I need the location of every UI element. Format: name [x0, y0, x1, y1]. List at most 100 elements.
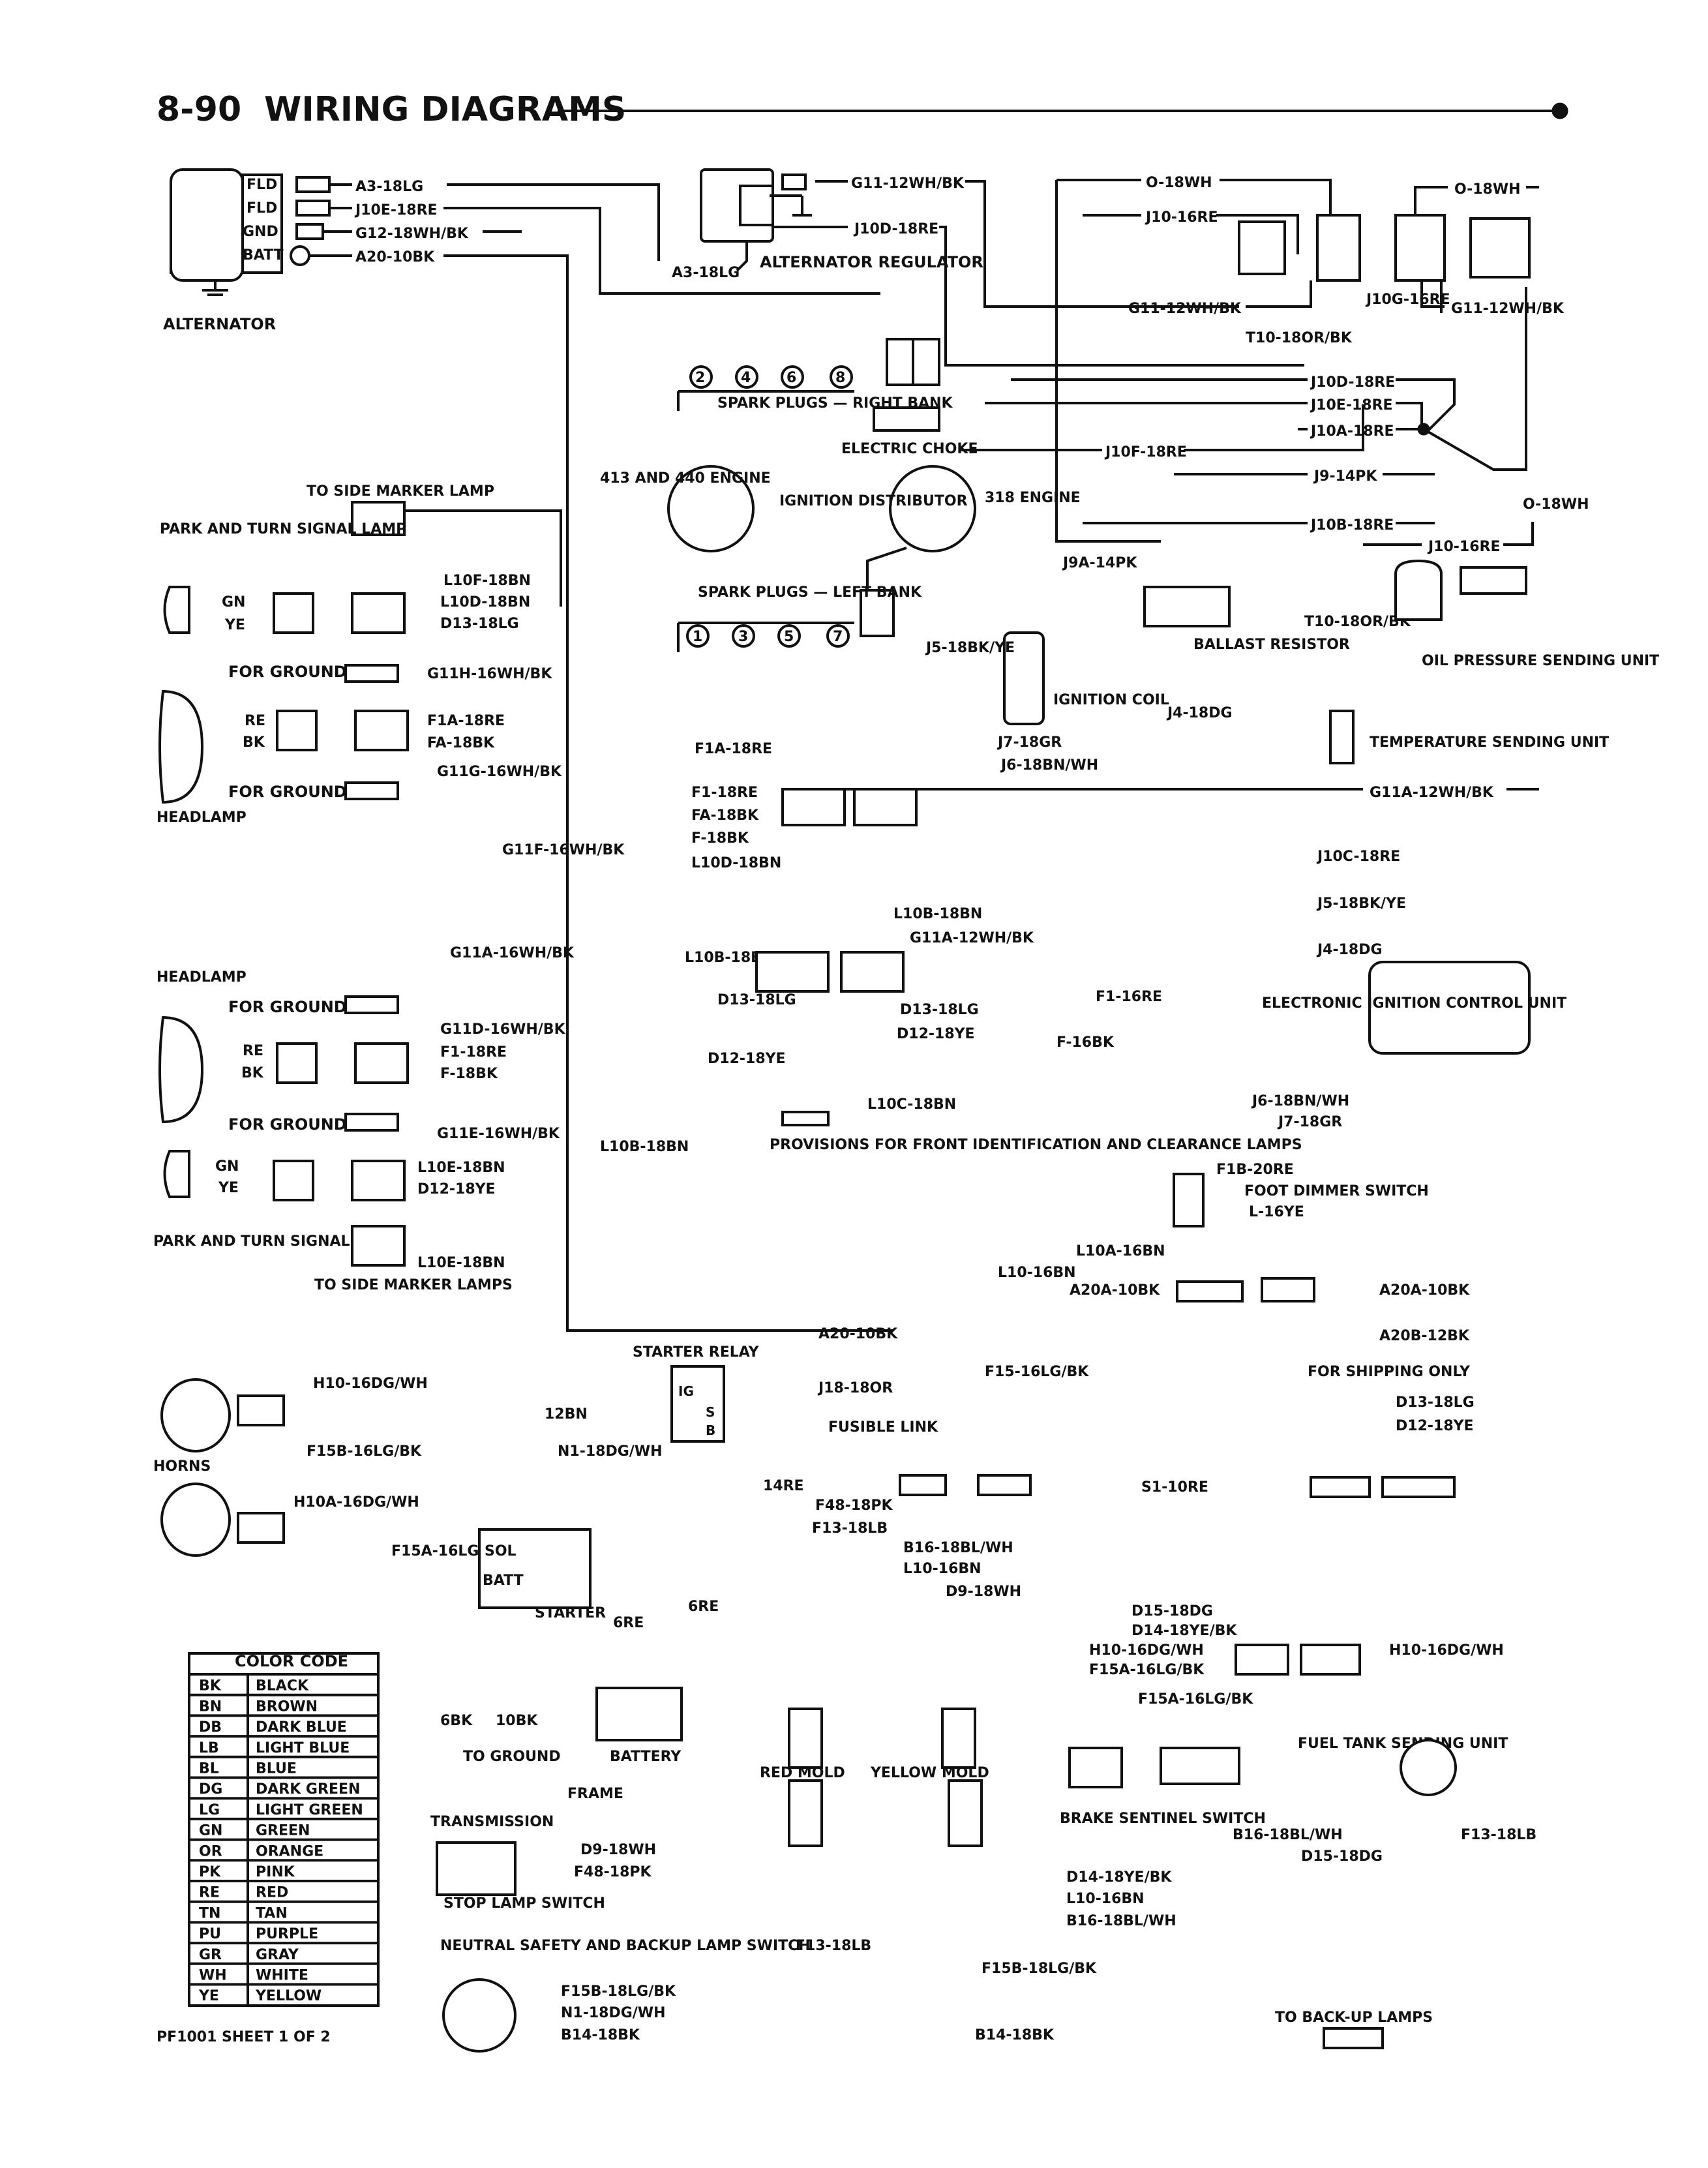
ground-term-2 — [344, 781, 399, 800]
horns-label: HORNS — [153, 1458, 211, 1475]
connector-box-4 — [1469, 217, 1531, 279]
spark-plugs-left-label: SPARK PLUGS — LEFT BANK — [698, 584, 922, 601]
wire-d14-b: D14-18YE/BK — [1066, 1869, 1172, 1886]
park-turn-lamp-top — [163, 586, 190, 634]
color-code-name: DARK GREEN — [256, 1781, 360, 1798]
color-code-name: DARK BLUE — [256, 1719, 347, 1736]
backup-label: TO BACK-UP LAMPS — [1275, 2010, 1433, 2026]
wire-j10a: J10A-18RE — [1310, 423, 1394, 440]
wire-j10g: J10G-16RE — [1365, 292, 1450, 308]
wire-d15-r: D15-18DG — [1301, 1848, 1383, 1865]
shipping-label: FOR SHIPPING ONLY — [1308, 1364, 1471, 1380]
color-code-name: BLUE — [256, 1761, 297, 1777]
red-mold-bottom — [788, 1779, 823, 1847]
wire-fa-c: FA-18BK — [691, 807, 759, 824]
color-code-name: PURPLE — [256, 1926, 318, 1942]
wire-l10f: L10F-18BN — [443, 573, 531, 589]
wire-h10-rr: H10-16DG/WH — [1389, 1642, 1504, 1659]
color-code-abbr: BL — [199, 1761, 219, 1777]
wire-s1: S1-10RE — [1141, 1479, 1208, 1496]
wire-6bk: 6BK — [440, 1713, 473, 1729]
wire-14re: 14RE — [763, 1478, 804, 1494]
wire-t10b: T10-18OR/BK — [1304, 614, 1411, 630]
color-code-name: LIGHT GREEN — [256, 1802, 363, 1818]
red-mold-top — [788, 1708, 823, 1769]
alternator: FLD FLD GND BATT — [170, 168, 284, 296]
horn-conn-top — [237, 1394, 285, 1426]
wire-fa: FA-18BK — [427, 735, 495, 751]
backup-connector — [1323, 2027, 1384, 2049]
for-ground-2: FOR GROUND — [228, 783, 347, 801]
wire-d9-s: D9-18WH — [580, 1842, 656, 1858]
wire-g11-r: G11-12WH/BK — [1451, 301, 1565, 317]
color-code-name: PINK — [256, 1864, 295, 1880]
wire-d9: D9-18WH — [946, 1584, 1021, 1600]
wire-a3: A3-18LG — [355, 179, 423, 195]
alt-term-gnd: GND — [243, 224, 278, 240]
color-code-abbr: PK — [199, 1864, 221, 1880]
color-code-abbr: BK — [199, 1678, 222, 1694]
s1-connector — [1310, 1476, 1371, 1498]
wire-f1b: F1B-20RE — [1216, 1162, 1294, 1178]
color-code-abbr: LG — [199, 1802, 220, 1818]
wire-f15: F15-16LG/BK — [985, 1364, 1089, 1380]
fusible-link-2 — [977, 1474, 1032, 1496]
wire-f15b-b: F15B-18LG/BK — [981, 1961, 1097, 1977]
temp-label: TEMPERATURE SENDING UNIT — [1370, 734, 1609, 751]
wire-f-r: F-16BK — [1056, 1034, 1115, 1051]
wire-12bn: 12BN — [545, 1406, 588, 1423]
color-code-name: RED — [256, 1885, 288, 1901]
wire-b16-b: B16-18BL/WH — [1066, 1913, 1176, 1929]
temp-sender — [1329, 710, 1355, 764]
for-ground-1: FOR GROUND — [228, 663, 347, 681]
wire-d13: D13-18LG — [440, 616, 519, 632]
wire-d12-r: D12-18YE — [1396, 1418, 1474, 1434]
color-code-abbr: DG — [199, 1781, 222, 1798]
wire-gn-bottom: GN — [215, 1158, 239, 1175]
wire-a20: A20-10BK — [355, 249, 435, 265]
wire-6re2: 6RE — [688, 1599, 719, 1615]
ground-term-4 — [344, 1113, 399, 1132]
plug-6: 6 — [787, 370, 796, 386]
eicu-label: ELECTRONIC IGNITION CONTROL UNIT — [1262, 995, 1566, 1012]
wire-b16-r: B16-18BL/WH — [1233, 1827, 1343, 1843]
park-turn-lamp-bottom — [163, 1150, 190, 1198]
neutral-switch — [442, 1978, 517, 2053]
headlamp-conn-top — [276, 710, 318, 751]
sheet-label: PF1001 SHEET 1 OF 2 — [157, 2029, 331, 2045]
ground-term-3 — [344, 995, 399, 1014]
color-code-name: WHITE — [256, 1968, 308, 1984]
wire-l10b-b: L10B-18BN — [600, 1139, 689, 1155]
wire-a20a-r: A20A-10BK — [1379, 1282, 1470, 1299]
color-code-name: ORANGE — [256, 1843, 323, 1859]
wire-j10f: J10F-18RE — [1104, 444, 1187, 460]
center-connector-1 — [781, 788, 846, 826]
wire-o-18wh2: O-18WH — [1523, 496, 1589, 513]
wire-d14: D14-18YE/BK — [1131, 1623, 1237, 1639]
wire-j18: J18-18OR — [817, 1380, 893, 1396]
wire-g11f: G11F-16WH/BK — [502, 842, 625, 858]
oil-label: OIL PRESSURE SENDING UNIT — [1422, 653, 1659, 669]
starter-batt: BATT — [483, 1573, 524, 1589]
wire-l10c: L10C-18BN — [867, 1096, 956, 1113]
wire-j5: J5-18BK/YE — [925, 640, 1015, 656]
fuel-tank-label: FUEL TANK SENDING UNIT — [1298, 1736, 1508, 1752]
wire-f1-c: F1-18RE — [691, 785, 758, 801]
connector-box-2 — [1316, 214, 1361, 282]
wire-l10a: L10A-16BN — [1076, 1243, 1165, 1259]
wire-j6-r: J6-18BN/WH — [1251, 1093, 1349, 1109]
wire-f13: F13-18LB — [812, 1520, 888, 1537]
color-code-name: YELLOW — [255, 1988, 322, 2004]
h10-connector-2 — [1300, 1644, 1361, 1676]
color-code-name: GREEN — [256, 1823, 310, 1839]
wire-d12: D12-18YE — [417, 1181, 496, 1197]
stop-lamp-label: STOP LAMP SWITCH — [443, 1895, 605, 1912]
wire-j4-r: J4-18DG — [1316, 942, 1383, 958]
wire-j9: J9-14PK — [1313, 468, 1377, 485]
ignition-coil-label: IGNITION COIL — [1053, 692, 1169, 708]
headlamp-conn-bottom — [276, 1042, 318, 1084]
alt-term-fld1: FLD — [247, 177, 277, 193]
wire-j10b: J10B-18RE — [1310, 517, 1394, 534]
wire-f1a-c: F1A-18RE — [695, 741, 772, 757]
